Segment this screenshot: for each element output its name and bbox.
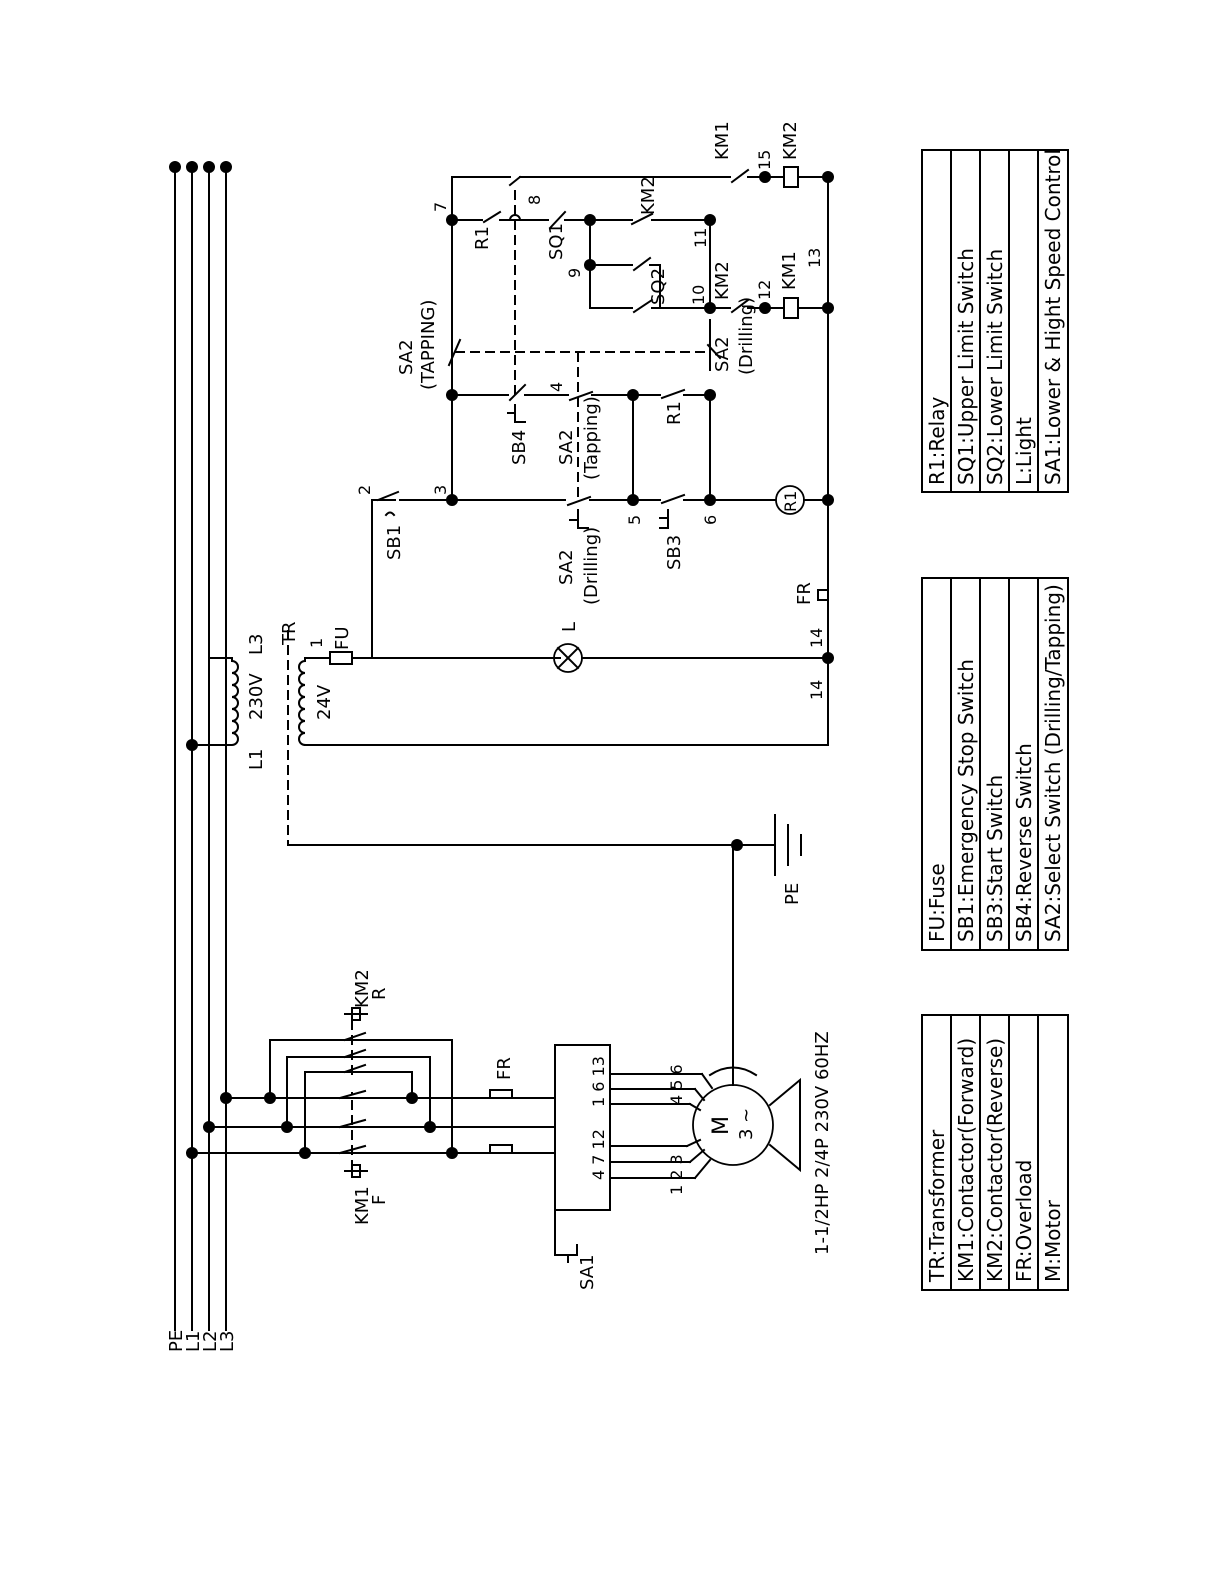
node-14a-label: 14 <box>807 680 826 700</box>
legend-3-row-5: SA1:Lower & Hight Speed Control <box>1041 149 1065 485</box>
legend-1-row-2: KM1:Contactor(Forward) <box>954 1038 978 1282</box>
legend-table-3: R1:Relay SQ1:Upper Limit Switch SQ2:Lowe… <box>921 149 1069 493</box>
sq1-label: SQ1 <box>546 223 567 260</box>
sa1-switch-box <box>554 1044 611 1211</box>
node-12-label: 12 <box>755 280 774 300</box>
node-1-label: 1 <box>307 638 326 648</box>
node-11-label: 11 <box>691 228 710 248</box>
sb4-label: SB4 <box>509 430 530 465</box>
primary-voltage-label: 230V <box>246 673 267 720</box>
legend-table-1: TR:Transformer KM1:Contactor(Forward) KM… <box>921 1014 1069 1291</box>
power-circuit: KM1 F KM2 R FR SA1 4 7 12 1 6 13 1 2 3 4… <box>186 814 833 1290</box>
fr-power-label: FR <box>494 1057 515 1080</box>
supply-bus: PE L1 L2 L3 <box>166 161 238 1352</box>
terminal-left-label: 4 7 12 <box>589 1129 608 1180</box>
control-circuit: L 14 14 FR SB1 2 3 R1 SA2 <box>355 121 834 746</box>
node-7-label: 7 <box>431 202 450 212</box>
km2-coil-control <box>783 166 799 188</box>
legend-1-row-4: FR:Overload <box>1012 1160 1036 1282</box>
km1-dir-label: F <box>369 1195 390 1205</box>
sa2-drilling-main-sub: (Drilling) <box>581 527 602 605</box>
tr-label: TR <box>279 621 300 646</box>
node-3-label: 3 <box>431 485 450 495</box>
motor-wires-left-label: 1 2 3 <box>667 1154 686 1195</box>
km1-coil-label: KM1 <box>779 251 800 290</box>
bus-label-l1: L1 <box>183 1331 204 1352</box>
r1-top-label: R1 <box>472 226 493 250</box>
sa2-tapping-top-sub: (TAPPING) <box>418 300 439 390</box>
node-6-label: 6 <box>701 515 720 525</box>
sa1-label: SA1 <box>577 1254 598 1290</box>
lamp-label: L <box>559 622 580 632</box>
node-9-label: 9 <box>565 268 584 278</box>
bus-label-l3: L3 <box>217 1331 238 1352</box>
sa2-tapping-main-label: SA2 <box>556 429 577 465</box>
legend-2-row-4: SB4:Reverse Switch <box>1012 743 1036 942</box>
km2-coil-label: KM2 <box>780 121 801 160</box>
secondary-voltage-label: 24V <box>314 684 335 720</box>
motor-wires-right-label: 4 5 6 <box>667 1064 686 1105</box>
fr-control-label: FR <box>794 582 815 605</box>
motor-phase-label: 3 ~ <box>736 1108 757 1140</box>
legend-2-row-5: SA2:Select Switch (Drilling/Tapping) <box>1041 584 1065 942</box>
tr-l1-label: L1 <box>246 749 267 770</box>
motor-m-label: M <box>709 1116 734 1135</box>
transformer: TR 230V 24V L1 L3 FU 1 <box>186 621 829 845</box>
km2-label: KM2 <box>352 969 373 1008</box>
km2-contact-label: KM2 <box>638 176 659 215</box>
fu-label: FU <box>332 626 353 650</box>
node-2-label: 2 <box>355 485 374 495</box>
legend-2-row-1: FU:Fuse <box>925 863 949 942</box>
km1-coil-control <box>783 297 799 319</box>
legend-2-row-2: SB1:Emergency Stop Switch <box>954 659 978 942</box>
node-5-label: 5 <box>625 515 644 525</box>
legend-3-row-3: SQ2:Lower Limit Switch <box>983 249 1007 485</box>
r1-contact-label: R1 <box>664 401 685 425</box>
legend-table-2: FU:Fuse SB1:Emergency Stop Switch SB3:St… <box>921 577 1069 951</box>
motor-rating-label: 1-1/2HP 2/4P 230V 60HZ <box>812 1031 833 1255</box>
terminal-right-label: 1 6 13 <box>589 1056 608 1107</box>
legend-3-row-2: SQ1:Upper Limit Switch <box>954 248 978 485</box>
node-4-label: 4 <box>547 382 566 392</box>
sa2-drilling-main-label: SA2 <box>556 549 577 585</box>
legend-2-row-3: SB3:Start Switch <box>983 775 1007 942</box>
bus-label-pe: PE <box>166 1330 187 1352</box>
node-10-label: 10 <box>689 285 708 305</box>
sa2-tapping-top-label: SA2 <box>396 339 417 375</box>
sb3-label: SB3 <box>664 535 685 570</box>
legend-1-row-3: KM2:Contactor(Reverse) <box>983 1038 1007 1282</box>
km1-interlock-label: KM1 <box>712 121 733 160</box>
bus-label-l2: L2 <box>200 1331 221 1352</box>
tr-l3-label: L3 <box>246 634 267 655</box>
pe-ground-label: PE <box>782 883 803 905</box>
sa2-drilling-bottom-sub: (Drilling) <box>736 297 757 375</box>
sb1-label: SB1 <box>384 525 405 560</box>
sa2-tapping-main-sub: (Tapping) <box>581 396 602 480</box>
km1-label: KM1 <box>352 1186 373 1225</box>
legend-3-row-1: R1:Relay <box>925 397 949 485</box>
km2-interlock-label: KM2 <box>712 261 733 300</box>
node-13-label: 13 <box>805 248 824 268</box>
km2-dir-label: R <box>369 987 390 1000</box>
r1-coil-label: R1 <box>781 491 800 512</box>
legend-1-row-1: TR:Transformer <box>925 1129 949 1283</box>
legend-1-row-5: M:Motor <box>1041 1199 1065 1282</box>
fuse-symbol <box>329 651 353 665</box>
node-14b-label: 14 <box>807 628 826 648</box>
node-15-label: 15 <box>755 150 774 170</box>
sq2-label: SQ2 <box>648 268 669 305</box>
node-8-label: 8 <box>525 195 544 205</box>
legend-3-row-4: L:Light <box>1012 417 1036 485</box>
sa2-drilling-bottom-label: SA2 <box>712 336 733 372</box>
